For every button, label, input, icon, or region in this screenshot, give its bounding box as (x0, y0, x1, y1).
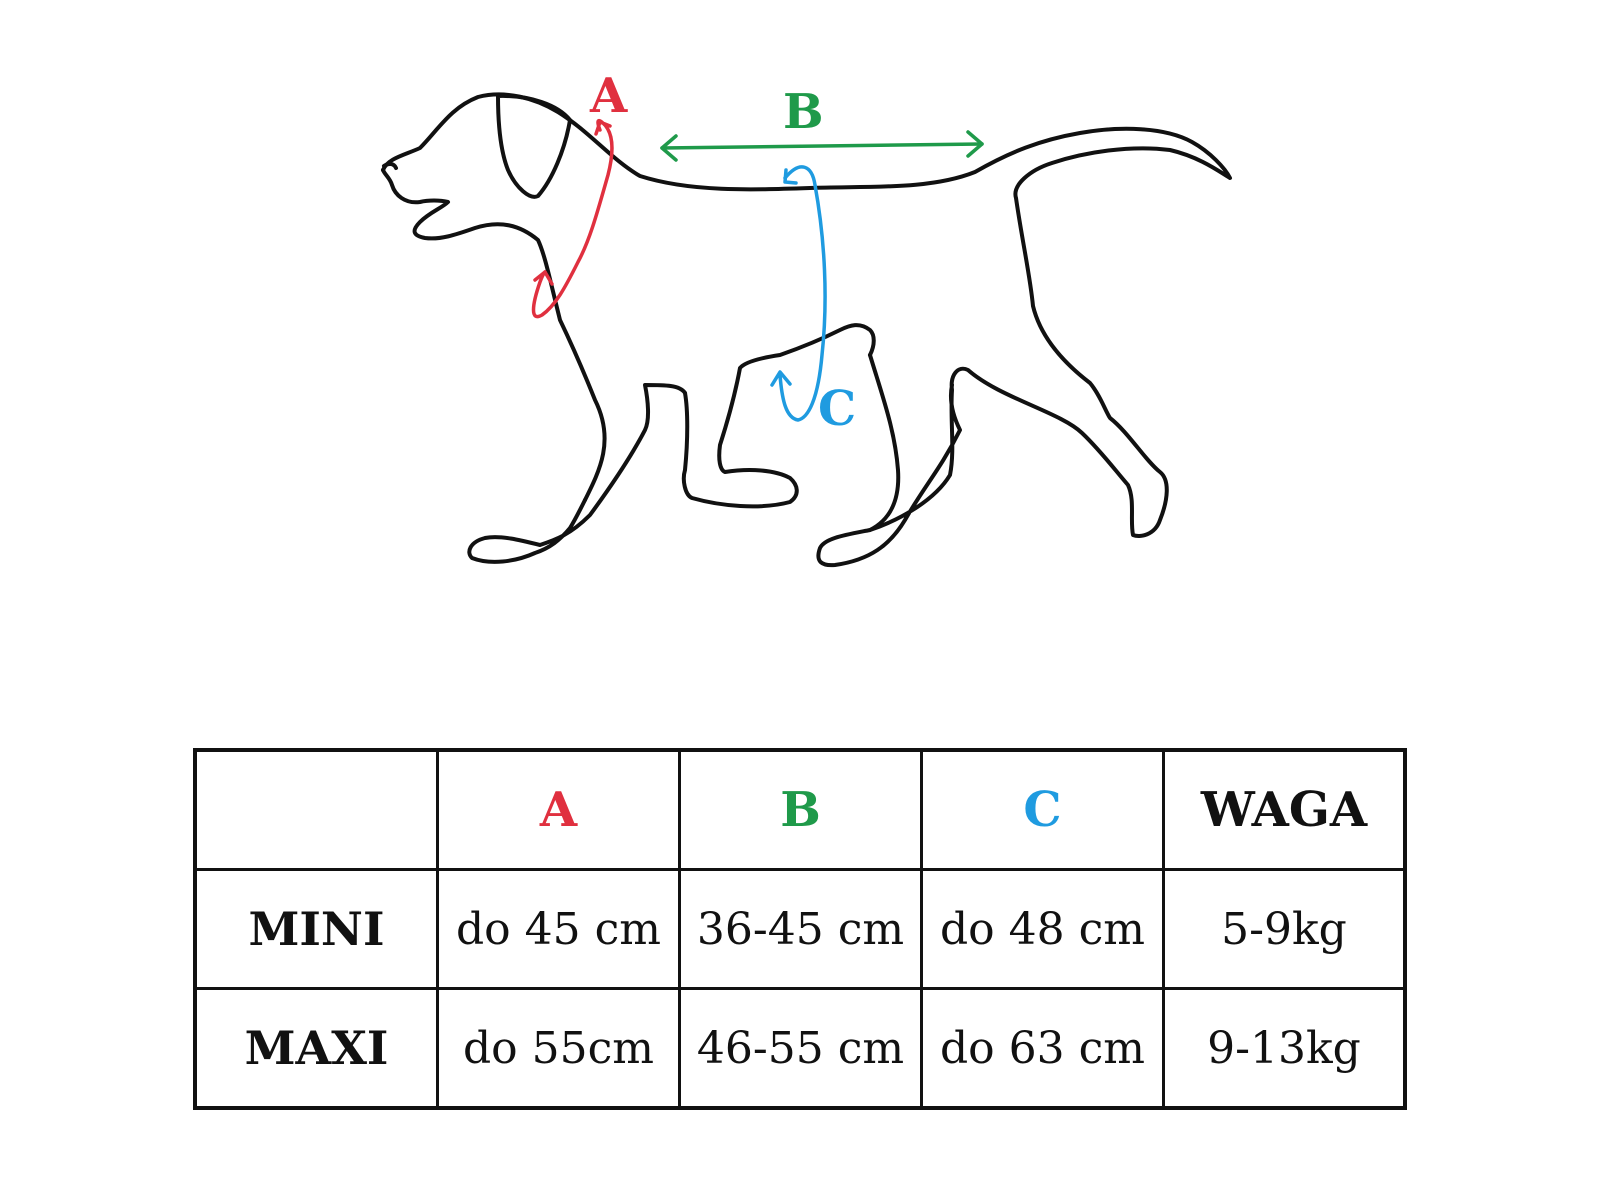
back-length-arrow-icon (660, 130, 984, 162)
header-waga: WAGA (1162, 748, 1407, 871)
dog-outline-icon (381, 92, 1232, 568)
neck-circumference-arrow-icon (531, 118, 614, 319)
cell-mini-c: do 48 cm (920, 868, 1165, 990)
table-row: MINI do 45 cm 36-45 cm do 48 cm 5-9kg (193, 868, 1407, 990)
cell-maxi-a: do 55cm (436, 987, 681, 1110)
dog-measurement-diagram: A B C (381, 68, 1232, 568)
header-empty (193, 748, 439, 871)
header-a: A (436, 748, 681, 871)
cell-mini-waga: 5-9kg (1162, 868, 1407, 990)
row-label-maxi: MAXI (193, 987, 439, 1110)
size-table: A B C WAGA MINI do 45 cm 36-45 cm do 48 … (193, 748, 1407, 1110)
label-c: C (818, 381, 856, 437)
cell-maxi-c: do 63 cm (920, 987, 1165, 1110)
header-c: C (920, 748, 1165, 871)
row-label-mini: MINI (193, 868, 439, 990)
cell-maxi-b: 46-55 cm (678, 987, 923, 1110)
cell-maxi-waga: 9-13kg (1162, 987, 1407, 1110)
header-b: B (678, 748, 923, 871)
cell-mini-b: 36-45 cm (678, 868, 923, 990)
chest-circumference-arrow-icon (770, 165, 827, 422)
table-header-row: A B C WAGA (193, 748, 1407, 871)
label-a: A (589, 68, 628, 124)
label-b: B (783, 84, 824, 140)
cell-mini-a: do 45 cm (436, 868, 681, 990)
table-row: MAXI do 55cm 46-55 cm do 63 cm 9-13kg (193, 987, 1407, 1110)
